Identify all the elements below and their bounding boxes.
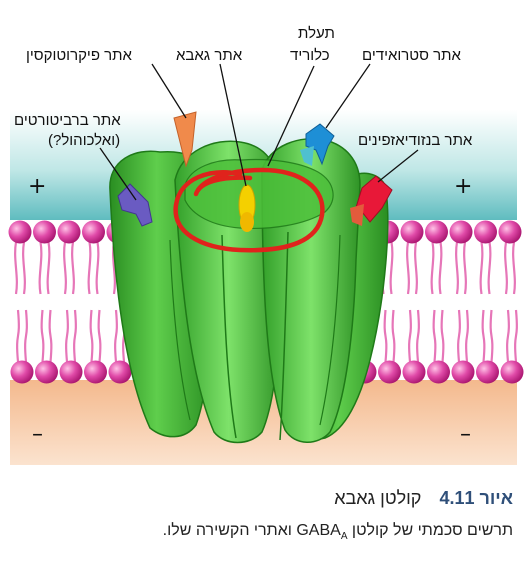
lipid-head xyxy=(10,360,34,384)
lipid-head xyxy=(35,360,58,384)
lipid-head xyxy=(500,360,524,384)
lipid-head xyxy=(427,360,450,384)
lipid-tail xyxy=(391,309,396,363)
lipid-tail xyxy=(48,309,53,363)
lipid-head xyxy=(82,220,105,244)
lipid-head xyxy=(59,360,83,384)
receptor-groove xyxy=(319,234,341,426)
benzodiazepines-label: אתר בנזודיאזפינים xyxy=(358,132,473,149)
lipid-head xyxy=(402,360,426,384)
barbiturates-label-line2: (ואלכוהול?) xyxy=(48,132,121,149)
figure-caption-title: איור 4.11 קולטן גאבא xyxy=(334,488,513,509)
lipid-head xyxy=(108,360,132,384)
lipid-head xyxy=(378,360,401,384)
leader-steroids xyxy=(325,63,371,129)
lipid-head xyxy=(8,220,32,244)
receptor-diagram xyxy=(8,63,524,465)
lipid-tail xyxy=(24,309,28,363)
lipid-tail xyxy=(97,309,102,363)
leader-benzodiazepines xyxy=(377,149,419,183)
lipid-tail xyxy=(14,241,18,295)
lipid-tail xyxy=(63,241,67,295)
lipid-tail xyxy=(114,309,118,363)
lipid-tail xyxy=(455,241,459,295)
lipid-tail xyxy=(71,241,75,295)
lipid-tail xyxy=(506,309,510,363)
lipid-head xyxy=(451,360,475,384)
lipid-tail xyxy=(406,241,410,295)
caption-subscript: A xyxy=(340,531,348,543)
leader-gaba xyxy=(219,63,247,187)
lipid-head xyxy=(449,220,473,244)
lipid-head xyxy=(400,220,424,244)
lipid-tail xyxy=(481,309,486,363)
lipid-tail xyxy=(383,309,388,363)
leader-picrotoxin xyxy=(151,63,187,119)
lipid-tail xyxy=(87,241,92,295)
leader-lines xyxy=(99,63,419,201)
picrotoxin-site xyxy=(173,111,197,168)
gaba-site xyxy=(238,184,256,232)
lipid-tail xyxy=(95,241,100,295)
minus-sign-left: – xyxy=(32,422,43,447)
lipid-tail xyxy=(489,309,494,363)
receptor-groove xyxy=(169,239,191,421)
figure-title: קולטן גאבא xyxy=(334,488,422,508)
lipid-tail xyxy=(73,309,77,363)
figure-caption-text: תרשים סכמתי של קולטן GABAA ואתרי הקשירה … xyxy=(163,522,513,542)
lipid-tail xyxy=(463,241,467,295)
lipid-tail xyxy=(512,241,516,295)
lipid-tail xyxy=(16,309,20,363)
lipid-tail xyxy=(432,309,437,363)
lipid-head xyxy=(474,220,497,244)
lipid-tail xyxy=(440,309,445,363)
lipid-head xyxy=(476,360,499,384)
barbiturates-label-line1: אתר ברביטורטים xyxy=(14,112,121,129)
minus-sign-right: – xyxy=(460,422,471,447)
gaba-label: אתר גאבא xyxy=(176,47,243,64)
lipid-tail xyxy=(504,241,508,295)
lipid-tail xyxy=(416,309,420,363)
lipid-head xyxy=(33,220,56,244)
lipid-tail xyxy=(514,309,518,363)
figure-number: איור 4.11 xyxy=(439,488,513,508)
caption-text-end: ואתרי הקשירה שלו. xyxy=(162,522,297,539)
lipid-head xyxy=(425,220,448,244)
lipid-tail xyxy=(487,241,492,295)
lipid-tail xyxy=(89,309,94,363)
lipid-tail xyxy=(430,241,435,295)
lipid-tail xyxy=(46,241,51,295)
chloride-channel-label-line1: תעלת xyxy=(298,25,335,42)
lipid-tail xyxy=(65,309,69,363)
receptor-groove xyxy=(279,231,289,441)
picrotoxin-label: אתר פיקרוטוקסין xyxy=(26,47,132,64)
caption-text-start: תרשים סכמתי של קולטן GABA xyxy=(296,522,513,539)
lipid-head xyxy=(84,360,107,384)
steroid-site xyxy=(300,123,335,166)
gaba-receptor xyxy=(109,138,389,444)
lipid-tail xyxy=(457,309,461,363)
barbiturate-site xyxy=(117,183,153,227)
chloride-channel-label-line2: כלוריד xyxy=(290,47,330,64)
lipid-tail xyxy=(414,241,418,295)
steroids-label: אתר סטרואידים xyxy=(362,47,461,64)
leader-chloride xyxy=(267,65,315,167)
plus-sign-left: + xyxy=(28,174,47,199)
lipid-tail xyxy=(438,241,443,295)
lipid-tail xyxy=(479,241,484,295)
gaba-receptor-figure: אתר פיקרוטוקסין אתר גאבא תעלת כלוריד אתר… xyxy=(8,25,524,465)
lipid-head xyxy=(498,220,522,244)
lipid-tail xyxy=(465,309,469,363)
annotation-circle xyxy=(173,167,325,253)
plus-sign-right: + xyxy=(454,174,473,199)
lipid-tail xyxy=(38,241,43,295)
lipid-tail xyxy=(408,309,412,363)
lipid-tail xyxy=(389,241,394,295)
benzodiazepine-site xyxy=(350,175,393,226)
receptor-groove xyxy=(221,234,237,439)
lipid-head xyxy=(57,220,81,244)
lipid-tail xyxy=(22,241,26,295)
lipid-tail xyxy=(40,309,45,363)
leader-barbiturates xyxy=(99,147,137,201)
